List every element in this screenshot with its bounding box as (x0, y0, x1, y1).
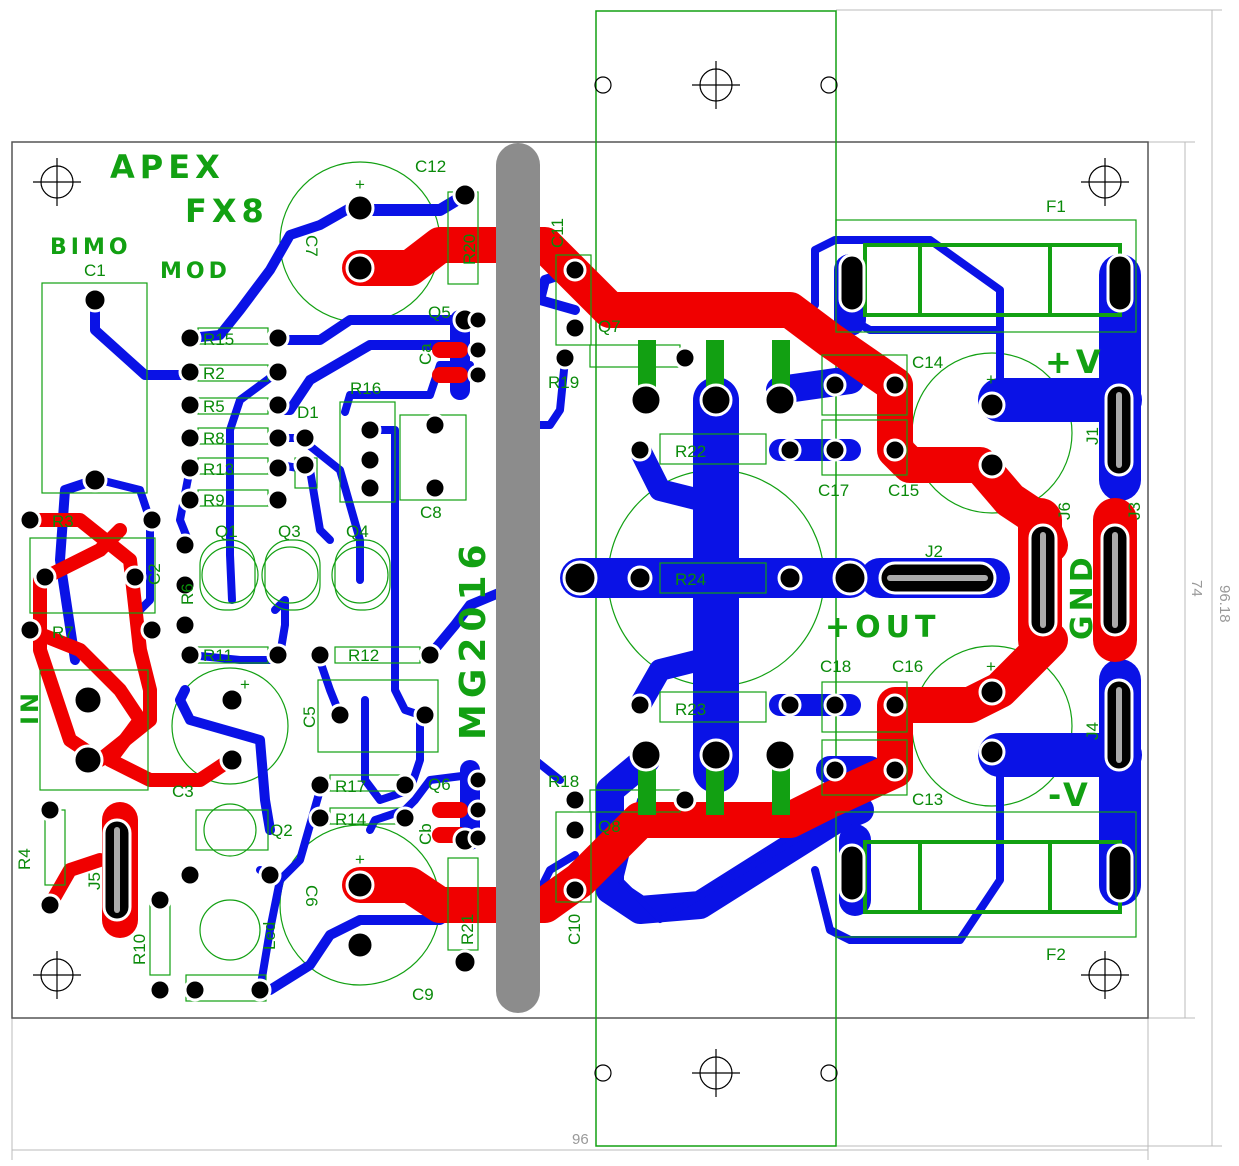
label-c11: C11 (548, 218, 567, 248)
label-r14: R14 (335, 810, 366, 829)
plus-v-label: +V (1045, 343, 1105, 381)
label-f1: F1 (1046, 197, 1066, 216)
label-cb: Cb (416, 823, 435, 845)
label-j2: J2 (925, 542, 943, 561)
mounting-hole (33, 158, 81, 206)
label-r10: R10 (130, 934, 149, 965)
label-r23: R23 (675, 700, 706, 719)
board-title-apex: APEX (110, 148, 225, 186)
label-r3: R3 (52, 512, 74, 531)
heatsink-marking: MG2016 (453, 538, 494, 740)
label-q5: Q5 (428, 303, 451, 322)
label-j5: J5 (85, 872, 104, 890)
label-r17: R17 (335, 777, 366, 796)
svg-text:+: + (355, 175, 365, 194)
label-f2: F2 (1046, 945, 1066, 964)
svg-text:+: + (240, 675, 250, 694)
label-c15: C15 (888, 481, 919, 500)
label-r8: R8 (203, 429, 225, 448)
label-j3: J3 (1125, 502, 1144, 520)
label-c18: C18 (820, 657, 851, 676)
in-label: IN (16, 690, 44, 725)
label-r6: R6 (178, 583, 197, 605)
label-r2: R2 (203, 364, 225, 383)
dim-width-label: 96 (572, 1131, 589, 1148)
dimension-lines (11, 9, 1222, 1160)
label-r20: R20 (460, 234, 479, 265)
label-r12: R12 (348, 646, 379, 665)
board-outline (11, 141, 1149, 1019)
label-q2: Q2 (270, 821, 293, 840)
label-c3: C3 (172, 782, 194, 801)
label-c13: C13 (912, 790, 943, 809)
label-j4: J4 (1083, 722, 1102, 740)
label-q4: Q4 (346, 522, 369, 541)
label-r24: R24 (675, 570, 706, 589)
svg-text:+: + (986, 370, 996, 389)
pads (18, 182, 1006, 1002)
component-designators: C1 C12 C11 R20 C7 Q5 Ca Q7 R19 R16 D1 C8… (15, 157, 1144, 1004)
label-c12: C12 (415, 157, 446, 176)
label-c10: C10 (565, 914, 584, 945)
label-r4: R4 (15, 848, 34, 870)
mounting-hole (692, 1049, 740, 1097)
dim-height-inner-label: 74 (1188, 580, 1205, 597)
board-title-bimo: BIMO (50, 235, 132, 260)
mounting-hole (1081, 951, 1129, 999)
label-j1: J1 (1083, 427, 1102, 445)
label-c16: C16 (892, 657, 923, 676)
label-r15: R15 (203, 330, 234, 349)
label-r16: R16 (350, 379, 381, 398)
label-r13: R13 (203, 460, 234, 479)
svg-text:+: + (355, 850, 365, 869)
board-title-fx8: FX8 (185, 192, 269, 230)
label-c1: C1 (84, 261, 106, 280)
jumper-lines (114, 392, 1122, 913)
heatsink-bar (496, 143, 540, 1013)
label-r19: R19 (548, 373, 579, 392)
label-c9: C9 (412, 985, 434, 1004)
label-c7: C7 (302, 235, 321, 257)
label-d1: D1 (297, 403, 319, 422)
small-transistors (199, 546, 389, 961)
label-c17: C17 (818, 481, 849, 500)
polarity-marks: + + + + + (240, 175, 996, 869)
label-r5: R5 (203, 397, 225, 416)
svg-text:+: + (986, 657, 996, 676)
label-r22: R22 (675, 442, 706, 461)
label-c8: C8 (420, 503, 442, 522)
gnd-label: GND (1065, 553, 1100, 640)
label-j6: J6 (1055, 502, 1074, 520)
label-r18: R18 (548, 772, 579, 791)
label-r9: R9 (203, 491, 225, 510)
mounting-hole (1081, 158, 1129, 206)
mounting-hole (692, 61, 740, 109)
label-r21: R21 (458, 914, 477, 945)
mounting-hole (33, 951, 81, 999)
mounting-holes (33, 61, 1129, 1097)
label-ca: Ca (416, 343, 435, 365)
minus-v-label: -V (1048, 776, 1092, 814)
board-title-mod: MOD (160, 259, 231, 284)
label-c5: C5 (300, 706, 319, 728)
label-q8: Q8 (598, 817, 621, 836)
label-q7: Q7 (598, 317, 621, 336)
dim-height-outer-label: 96.18 (1216, 585, 1233, 623)
label-c2: C2 (145, 563, 164, 585)
label-c6: C6 (302, 885, 321, 907)
label-r7: R7 (52, 623, 74, 642)
label-r11: R11 (203, 646, 233, 665)
label-q1: Q1 (215, 522, 238, 541)
out-label: +OUT (825, 610, 940, 645)
label-led: Led (260, 922, 279, 950)
label-q3: Q3 (278, 522, 301, 541)
label-q6: Q6 (428, 775, 451, 794)
label-c14: C14 (912, 353, 943, 372)
